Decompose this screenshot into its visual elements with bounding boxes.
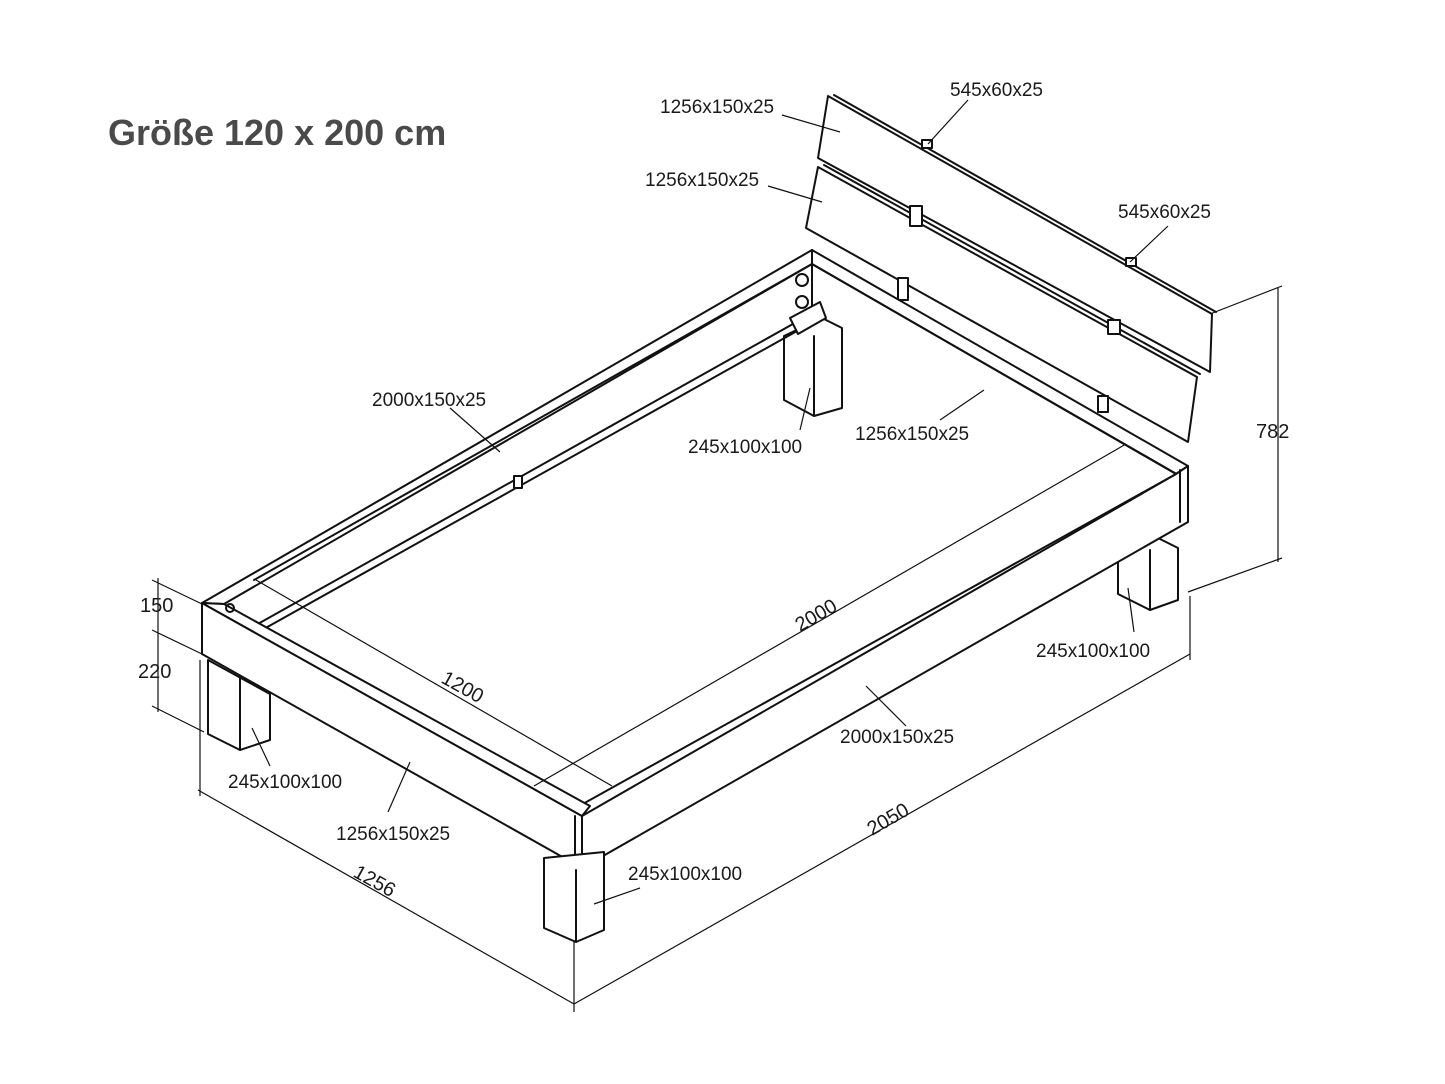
headboard-lower-board-label: 1256x150x25 — [645, 170, 759, 191]
headboard-batten-right-label: 545x60x25 — [1118, 202, 1211, 223]
dim-rail-height: 150 — [140, 595, 173, 617]
leg-front-right-label: 245x100x100 — [628, 864, 742, 885]
headboard-lower-board — [805, 166, 1198, 443]
leg-front-left-label: 245x100x100 — [228, 772, 342, 793]
dim-headboard-height: 782 — [1256, 421, 1289, 443]
leg-front-right — [543, 851, 605, 943]
dim-total-width: 1256 — [350, 861, 400, 902]
side-rail-right-label: 2000x150x25 — [840, 727, 954, 748]
headboard-top-board-label: 1256x150x25 — [660, 97, 774, 118]
leg-back-right-label: 245x100x100 — [1036, 641, 1150, 662]
foot-rail-label: 1256x150x25 — [336, 824, 450, 845]
dim-total-length: 2050 — [864, 799, 914, 840]
side-rail-left-label: 2000x150x25 — [372, 390, 486, 411]
side-rail-right — [581, 465, 1189, 869]
dimension-lines — [151, 285, 1283, 1012]
leader-lines — [251, 99, 1169, 905]
dim-inner-width: 1200 — [438, 667, 488, 708]
headboard — [805, 94, 1217, 443]
headboard-batten-left-label: 545x60x25 — [950, 80, 1043, 101]
side-rail-left — [201, 249, 813, 605]
headboard-top-board — [817, 95, 1213, 373]
head-rail-label: 1256x150x25 — [855, 424, 969, 445]
page-title: Größe 120 x 200 cm — [108, 112, 446, 153]
bed-frame — [201, 249, 1189, 943]
dim-inner-length: 2000 — [792, 595, 842, 636]
dim-leg-clearance: 220 — [138, 661, 171, 683]
leg-back-left-label: 245x100x100 — [688, 437, 802, 458]
